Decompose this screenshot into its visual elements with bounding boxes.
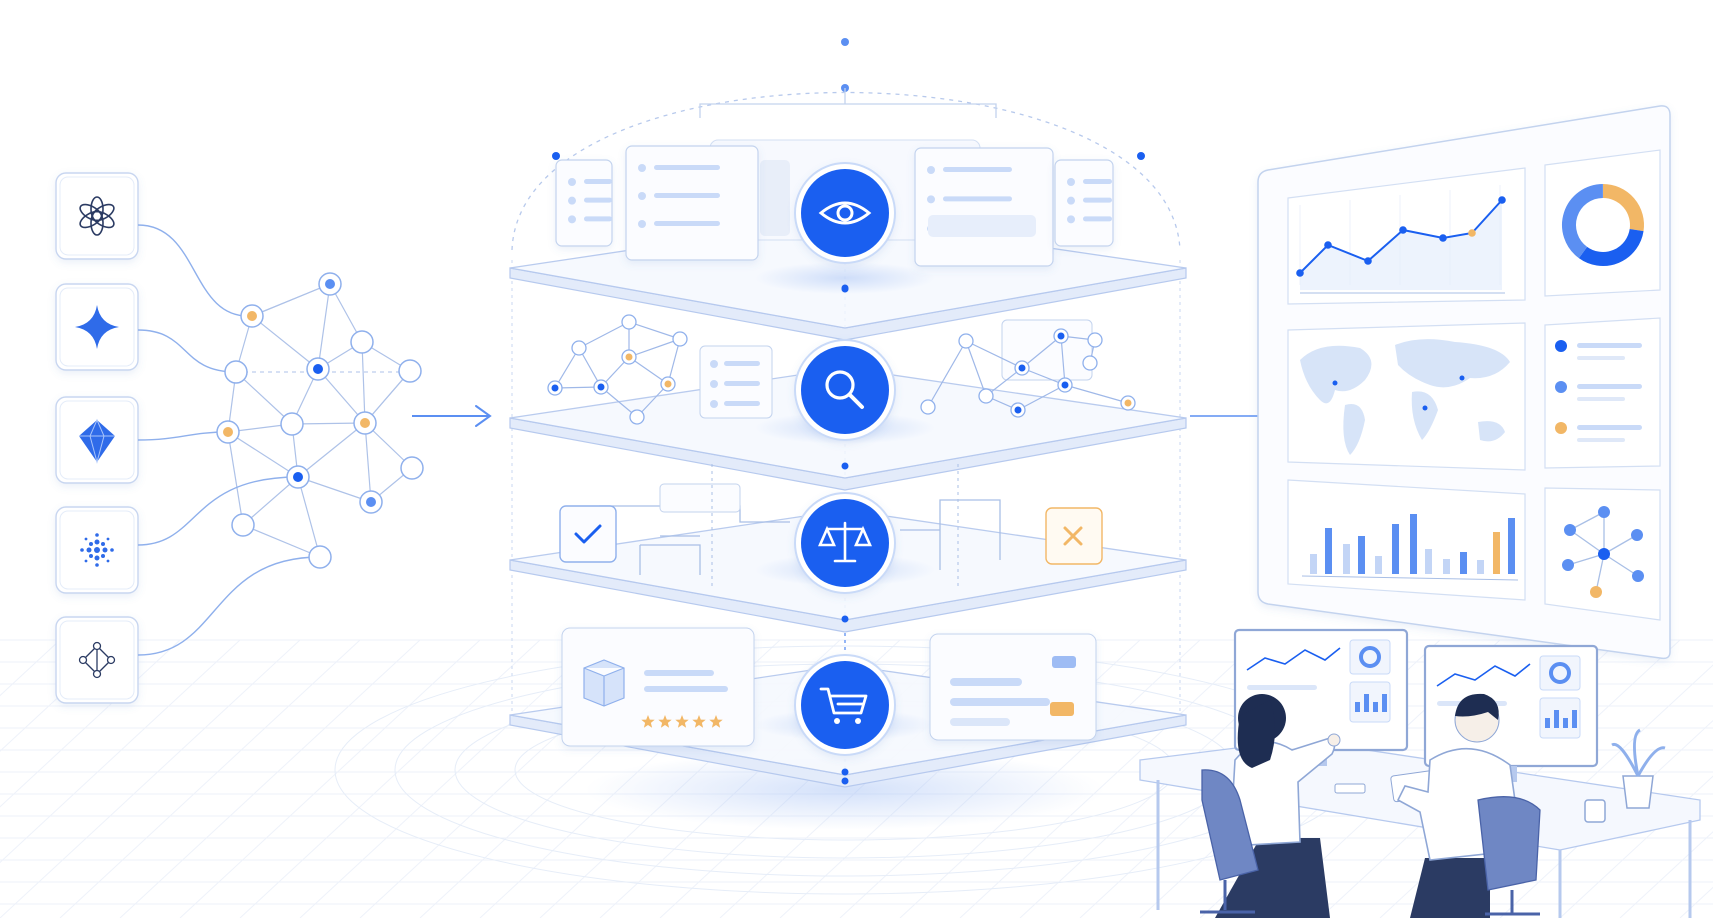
network-node [231,513,255,537]
model-source-column [55,172,139,704]
analytics-dashboard [1257,105,1671,660]
check-card [559,505,617,563]
evaluate-badge [794,492,896,623]
network-node [308,545,332,569]
input-arrow [412,405,492,427]
dome-arc [511,38,1181,251]
network-node [398,359,422,383]
openai-knot-icon [79,196,115,236]
world-map-icon [1287,322,1526,471]
model-source-tile [55,616,139,704]
widget-frame [1544,149,1661,297]
search-badge [794,339,896,470]
network-edge [242,476,299,526]
chair-left [1201,769,1259,881]
analyst-woman [1215,694,1341,918]
network-edge [297,476,321,558]
network-edge [251,283,331,317]
network-edge [317,368,366,424]
potted-plant [1611,728,1666,809]
network-edge [364,422,372,503]
network-edge [227,431,244,526]
phone [1334,783,1366,794]
network-edge [291,422,366,425]
checkmark-icon [574,524,602,544]
network-edge [317,283,331,370]
source-network [137,224,424,656]
widget-frame [1544,317,1661,469]
faceted-diamond-icon [79,418,115,464]
network-edge [242,524,321,558]
four-point-sparkle-icon [75,305,119,349]
observe-badge [794,162,896,293]
rating-star-icon [709,715,723,728]
dot-burst-icon [80,533,114,567]
model-source-tile [55,172,139,260]
network-node [280,412,304,436]
coffee-mug [1584,799,1606,823]
network-edge [235,371,293,425]
model-link [137,476,299,546]
model-source-tile [55,506,139,594]
network-edge [297,422,366,478]
info-card [1054,159,1114,247]
chair-right [1477,796,1541,891]
bullet-list-icon [1544,317,1661,469]
rating-star-icon [658,715,672,728]
model-link [137,556,321,656]
network-edge [251,315,319,370]
bar-chart-icon [1287,479,1526,601]
analyst-workspace [1139,628,1701,918]
package-icon [583,659,625,707]
network-node [350,330,374,354]
eye-icon [818,201,872,225]
magnifier-icon [825,370,864,409]
balance-scale-icon [818,521,872,563]
tile-frame [55,172,139,260]
model-link [137,431,229,441]
evaluate-flow [559,464,1103,590]
model-link [137,329,237,373]
model-link [137,224,253,317]
network-node [224,360,248,384]
network-node [400,456,424,480]
layer-stack [509,139,1187,830]
model-source-tile [55,396,139,484]
network-edge [297,476,372,503]
info-card [555,159,613,247]
network-edge [361,341,366,424]
rating-star-icon [692,715,706,728]
rating-star-icon [675,715,689,728]
network-edge [227,431,299,478]
info-card [625,145,759,261]
observe-cards [555,139,1114,267]
widget-frame [1287,479,1526,601]
commerce-cards [561,627,1097,747]
node-graph-icon [78,641,116,679]
rating-star-icon [641,715,655,728]
shopping-cart-icon [819,687,868,724]
model-source-tile [55,283,139,371]
commerce-badge [794,654,896,785]
search-graphs [547,314,1136,425]
network-graph-icon [1544,487,1661,621]
info-card [914,147,1054,267]
price-tag-icon [1050,702,1074,716]
donut-chart-icon [1544,149,1661,297]
close-icon [1063,526,1083,546]
line-chart-icon [1287,167,1526,305]
